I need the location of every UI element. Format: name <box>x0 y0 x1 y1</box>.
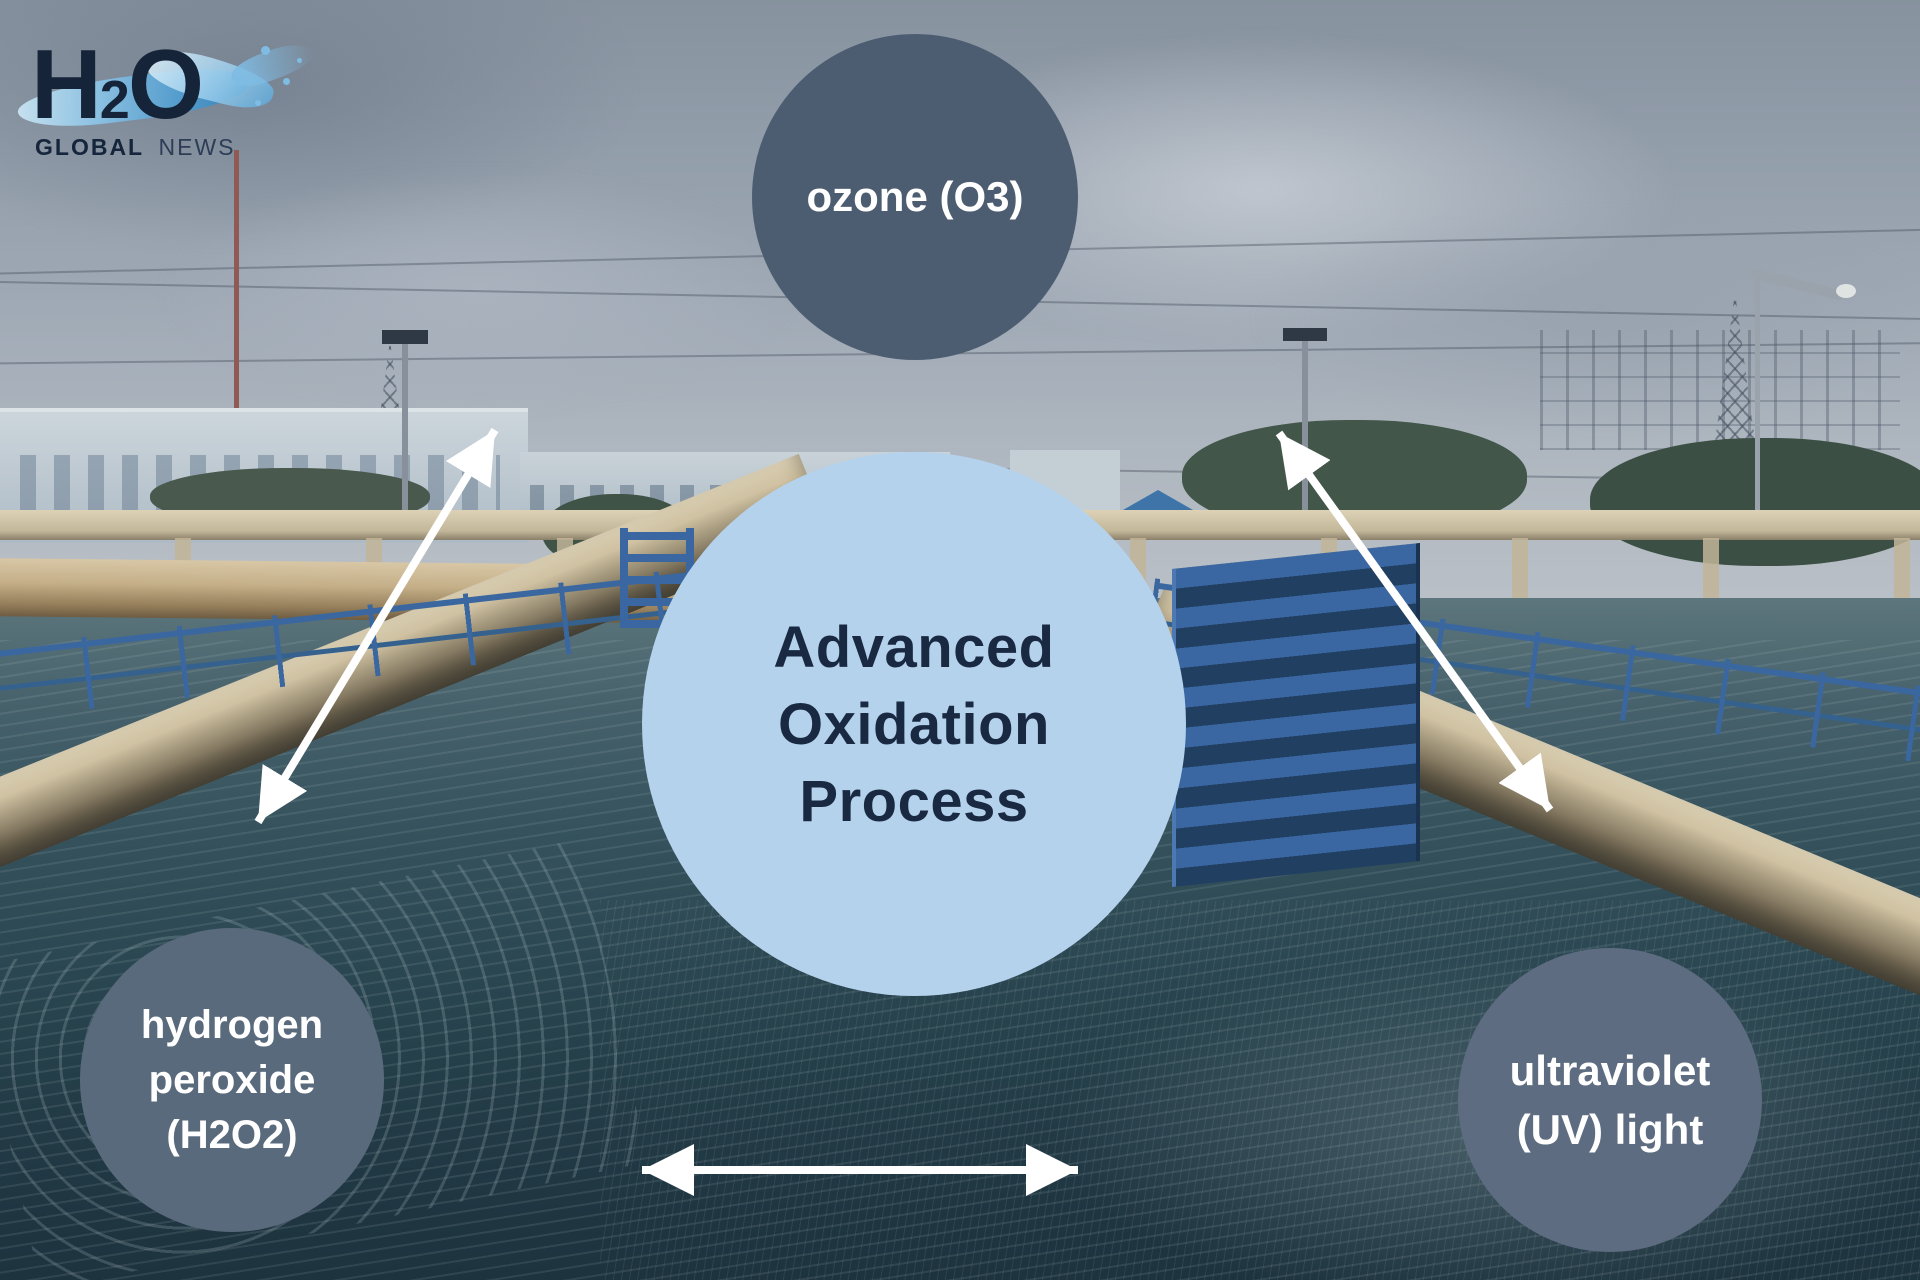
node-hydrogen-peroxide-label-line: peroxide <box>148 1057 316 1102</box>
node-hydrogen-peroxide-label-line: (H2O2) <box>166 1112 298 1157</box>
street-lamp-head <box>1836 284 1856 298</box>
logo-letter-o: O <box>127 29 204 139</box>
logo-wordmark: H 2 O <box>31 29 204 139</box>
water-droplet-icon <box>297 58 302 63</box>
node-ultraviolet-label-line: ultraviolet <box>1509 1047 1711 1094</box>
node-hydrogen-peroxide: hydrogen peroxide (H2O2) <box>80 928 384 1232</box>
node-ultraviolet-light: ultraviolet (UV) light <box>1458 948 1762 1252</box>
double-arrow-ozone-uv <box>1275 430 1554 813</box>
brand-logo: H 2 O GLOBAL NEWS <box>15 29 325 168</box>
cloud <box>1250 210 1920 430</box>
water-droplet-icon <box>261 46 270 55</box>
street-lamp <box>1755 276 1760 516</box>
steel-truss <box>1540 330 1900 450</box>
center-title-line: Advanced <box>773 614 1055 680</box>
logo-tagline: GLOBAL NEWS <box>35 134 325 161</box>
logo-subscript-2: 2 <box>99 70 130 130</box>
node-center-title: Advanced Oxidation Process <box>642 452 1186 996</box>
logo-letter-h: H <box>31 29 102 139</box>
antenna-mast <box>234 150 239 420</box>
logo-tagline-news: NEWS <box>158 134 236 160</box>
node-ultraviolet-label-line: (UV) light <box>1516 1106 1704 1153</box>
center-title-line: Oxidation <box>778 691 1050 757</box>
water-splash-icon <box>227 38 318 92</box>
node-ozone-label: ozone (O3) <box>806 173 1024 220</box>
water-droplet-icon <box>283 78 290 85</box>
cloud <box>160 170 800 410</box>
logo-tagline-global: GLOBAL <box>35 134 145 160</box>
double-arrow-h2o2-ozone <box>254 427 499 825</box>
node-ozone: ozone (O3) <box>752 34 1078 360</box>
center-title-line: Process <box>799 768 1029 834</box>
node-hydrogen-peroxide-label-line: hydrogen <box>140 1002 324 1047</box>
water-droplet-icon <box>255 100 261 106</box>
